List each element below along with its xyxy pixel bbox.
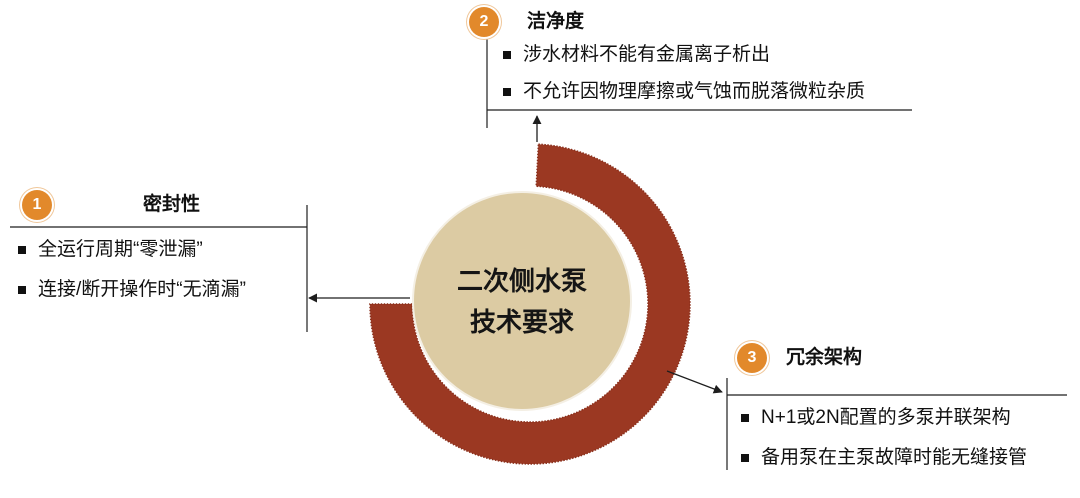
number-badge: 1	[22, 190, 52, 220]
list-item: 全运行周期“零泄漏”	[16, 238, 203, 262]
bullet-marker	[741, 414, 749, 422]
list-item-text: N+1或2N配置的多泵并联架构	[761, 407, 1011, 428]
arrow-to-callout-3	[666, 370, 723, 394]
number-badge: 2	[469, 7, 499, 37]
list-item: 连接/断开操作时“无滴漏”	[16, 278, 246, 302]
bullet-marker	[503, 88, 511, 96]
bullet-marker	[503, 51, 511, 59]
requirement-title: 冗余架构	[786, 347, 863, 368]
list-item-text: 全运行周期“零泄漏”	[38, 239, 203, 260]
list-item: N+1或2N配置的多泵并联架构	[739, 406, 1011, 430]
list-item: 不允许因物理摩擦或气蚀而脱落微粒杂质	[501, 80, 865, 104]
bullet-marker	[18, 246, 26, 254]
number-badge: 3	[737, 343, 767, 373]
bullet-marker	[741, 454, 749, 462]
requirement-title: 洁净度	[527, 11, 585, 32]
center-disk	[412, 191, 632, 411]
bullet-marker	[18, 286, 26, 294]
center-title-line-1: 二次侧水泵	[456, 266, 587, 296]
list-item-text: 不允许因物理摩擦或气蚀而脱落微粒杂质	[523, 81, 866, 102]
list-item-text: 涉水材料不能有金属离子析出	[523, 44, 771, 65]
center-title-line-2: 技术要求	[469, 307, 574, 337]
list-item-text: 连接/断开操作时“无滴漏”	[38, 279, 246, 300]
list-item-text: 备用泵在主泵故障时能无缝接管	[761, 447, 1028, 468]
list-item: 备用泵在主泵故障时能无缝接管	[739, 446, 1027, 470]
list-item: 涉水材料不能有金属离子析出	[501, 43, 770, 67]
requirement-title: 密封性	[143, 194, 201, 215]
